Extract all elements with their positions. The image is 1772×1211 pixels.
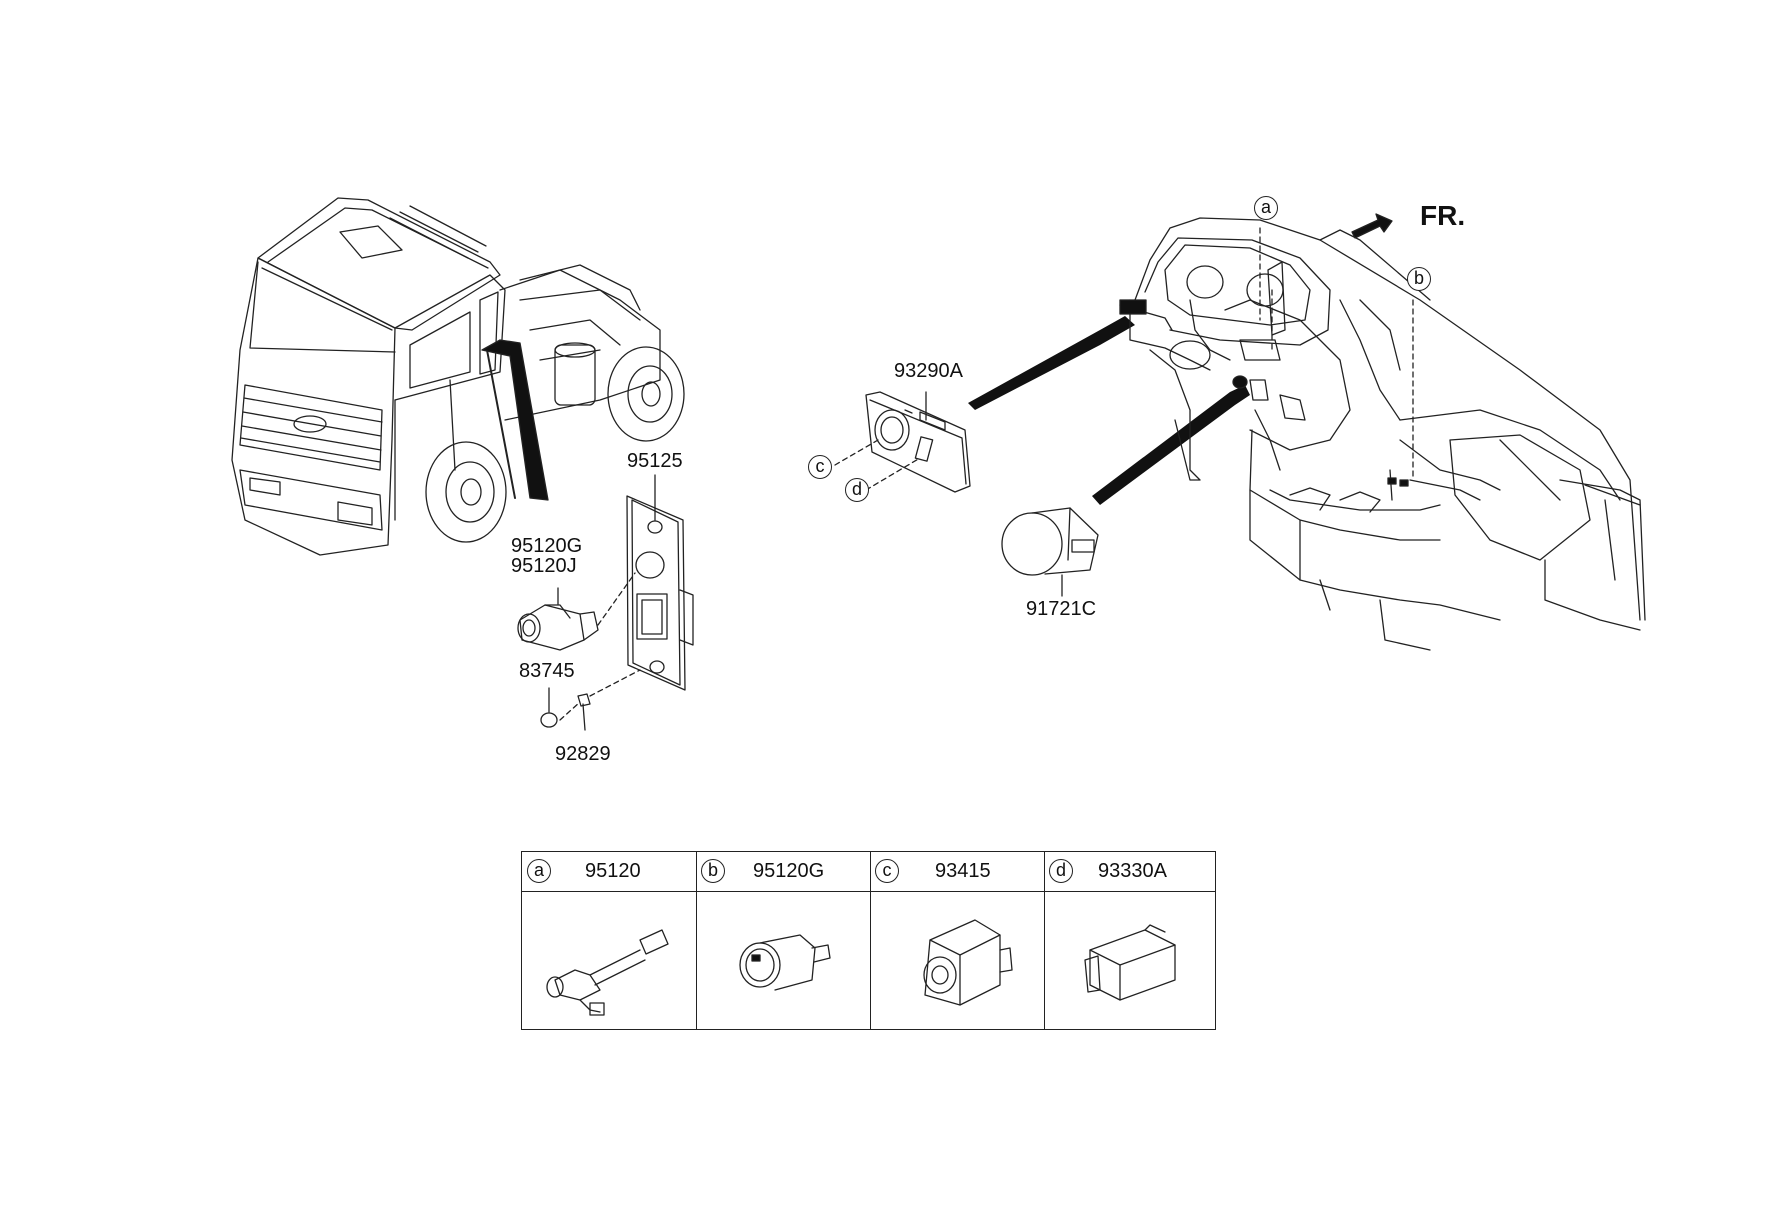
callout-92829: 92829: [555, 743, 611, 765]
legend-part-95120-image: [546, 929, 669, 1016]
front-direction-label: FR.: [1420, 200, 1466, 231]
legend-header-row: [522, 852, 1215, 892]
knob-91721C: [1001, 385, 1250, 597]
legend-letter-c: c: [875, 859, 899, 883]
legend-letter-d: d: [1049, 859, 1073, 883]
legend-part-95120G: 95120G: [753, 860, 825, 882]
marker-c: c: [808, 455, 832, 479]
legend-letter-b: b: [701, 859, 725, 883]
legend-divider: [1044, 852, 1045, 1029]
legend-divider: [870, 852, 871, 1029]
callout-83745: 83745: [519, 660, 575, 682]
marker-b: b: [1407, 267, 1431, 291]
marker-a: a: [1254, 196, 1278, 220]
marker-d: d: [845, 478, 869, 502]
socket-assembly: [517, 474, 694, 731]
legend-part-93415-image: [923, 919, 1013, 1006]
legend-part-95120: 95120: [585, 860, 641, 882]
legend-part-95120G-image: [739, 934, 831, 991]
legend-part-93330A: 93330A: [1098, 860, 1167, 882]
callout-95125: 95125: [627, 450, 683, 472]
switch-panel-93290A: [834, 316, 1135, 493]
legend-part-93415: 93415: [935, 860, 991, 882]
parts-legend-table: a 95120 b 95120G c 93415 d 93330A: [521, 851, 1216, 1030]
callout-93290A: 93290A: [894, 360, 963, 382]
legend-divider: [696, 852, 697, 1029]
legend-letter-a: a: [527, 859, 551, 883]
truck-illustration: [231, 197, 685, 556]
callout-95120G: 95120G: [511, 535, 583, 557]
callout-91721C: 91721C: [1026, 598, 1097, 620]
dashboard-illustration: [1119, 213, 1646, 651]
callout-95120J: 95120J: [511, 555, 577, 577]
legend-part-93330A-image: [1084, 924, 1176, 1001]
